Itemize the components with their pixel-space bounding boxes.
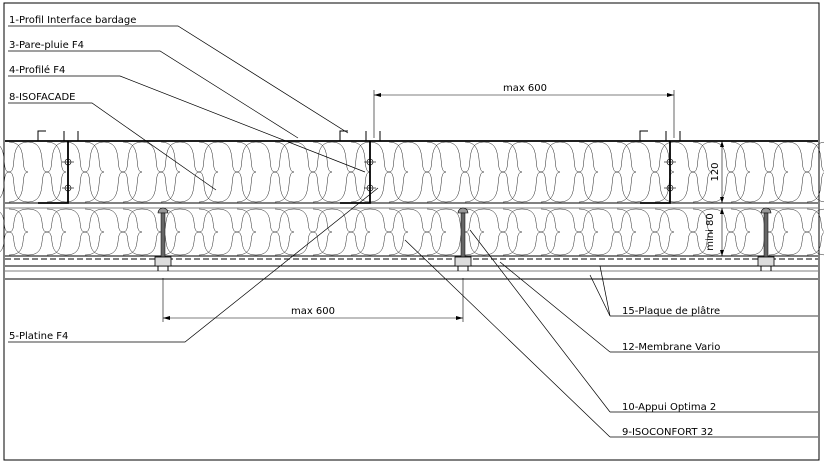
insulation-wave (0, 208, 824, 256)
profile-clip (365, 131, 381, 142)
outer-thickness-label: 120 (710, 162, 721, 181)
f4-profile (639, 130, 681, 204)
label-platine-f4: 5-Platine F4 (9, 331, 68, 342)
support-base (454, 256, 472, 267)
support-head (157, 207, 169, 214)
support-rod (460, 212, 466, 259)
bottom-dimension: max 600 (162, 278, 464, 322)
support-head (760, 207, 772, 214)
label-isofacade: 8-ISOFACADE (9, 92, 75, 103)
f4-profile (37, 130, 79, 204)
optima-support (154, 207, 172, 271)
f4-profiles (37, 130, 681, 204)
profile-top-hook (639, 130, 648, 141)
thickness-dimensions: 120 mini 80 (705, 140, 728, 257)
optima-support (454, 207, 472, 271)
support-head (457, 207, 469, 214)
top-dimension: max 600 (373, 83, 675, 138)
drawing-border (3, 2, 820, 461)
outer-insulation-hatch (0, 141, 824, 203)
insulation-wave (0, 141, 824, 203)
label-isoconfort: 9-ISOCONFORT 32 (622, 427, 713, 438)
profile-web (640, 141, 671, 204)
profile-web (38, 141, 69, 204)
profile-clip (665, 131, 681, 142)
label-membrane-vario: 12-Membrane Vario (622, 342, 720, 353)
label-pare-pluie: 3-Pare-pluie F4 (9, 40, 84, 51)
support-rod (763, 212, 769, 259)
profile-clip (63, 131, 79, 142)
support-base (757, 256, 775, 267)
support-base (154, 256, 172, 267)
support-rod (160, 212, 166, 259)
label-profile-f4: 4-Profilé F4 (9, 64, 65, 76)
top-dimension-label: max 600 (503, 83, 547, 94)
leader-lines (8, 25, 818, 438)
optima-support (757, 207, 775, 271)
profile-web (340, 141, 371, 204)
inner-insulation-hatch (0, 208, 824, 256)
profile-top-hook (37, 130, 46, 141)
optima-supports (154, 207, 775, 271)
label-plaque-platre: 15-Plaque de plâtre (622, 305, 720, 317)
bottom-dimension-label: max 600 (291, 306, 335, 317)
label-profil-interface: 1-Profil Interface bardage (9, 15, 136, 26)
inner-thickness-label: mini 80 (705, 213, 716, 251)
label-appui-optima: 10-Appui Optima 2 (622, 402, 716, 413)
